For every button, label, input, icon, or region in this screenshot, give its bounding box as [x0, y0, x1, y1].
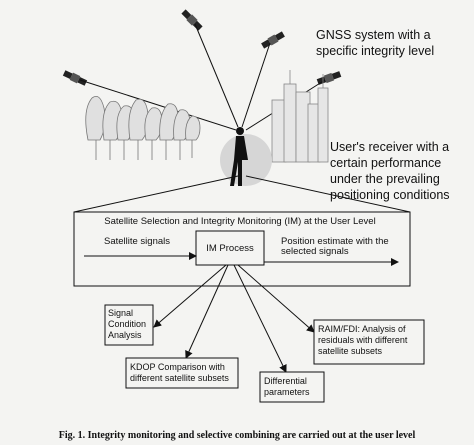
process-header: Satellite Selection and Integrity Monito…: [104, 216, 375, 227]
raim-fdi-box: [313, 319, 425, 365]
gnss-label-line2: specific integrity level: [316, 44, 434, 58]
im-process-box: [195, 230, 265, 266]
differential-line1: Differential: [264, 376, 307, 386]
receiver-label-line2: certain performance: [330, 156, 441, 170]
satellite-icon-left: [62, 70, 88, 86]
raim-line2: residuals with different: [318, 335, 408, 345]
raim-line1: RAIM/FDI: Analysis of: [318, 324, 406, 334]
signal-condition-box: [104, 304, 154, 346]
satellite-icon-top: [181, 9, 203, 31]
satellite-icon-center: [261, 31, 285, 49]
receiver-label-line3: under the prevailing: [330, 172, 440, 186]
output-label-line1: Position estimate with the: [281, 236, 389, 247]
user-figure-icon: [230, 127, 248, 186]
gnss-label-line1: GNSS system with a: [316, 28, 431, 42]
receiver-label-line4: positioning conditions: [330, 188, 450, 202]
differential-line2: parameters: [264, 387, 310, 397]
trees-illustration: [85, 95, 201, 160]
method-arrows: [153, 264, 315, 373]
projection-line-right: [245, 175, 411, 213]
signal-condition-line1: Signal: [108, 308, 133, 318]
kdop-box: [125, 357, 239, 389]
process-frame: [73, 211, 411, 287]
kdop-line1: KDOP Comparison with: [130, 362, 225, 372]
im-process-label: IM Process: [206, 243, 254, 254]
signal-condition-line2: Condition: [108, 319, 146, 329]
satellite-icon-right: [316, 71, 342, 85]
output-label-line2: selected signals: [281, 246, 349, 257]
city-buildings-illustration: [271, 70, 329, 163]
figure-caption: Fig. 1. Integrity monitoring and selecti…: [59, 430, 416, 441]
satellite-signals-label: Satellite signals: [104, 236, 170, 247]
projection-line-left: [73, 175, 239, 213]
kdop-line2: different satellite subsets: [130, 373, 229, 383]
signal-condition-line3: Analysis: [108, 330, 142, 340]
differential-box: [259, 371, 325, 403]
raim-line3: satellite subsets: [318, 346, 383, 356]
receiver-label-line1: User's receiver with a: [330, 140, 449, 154]
